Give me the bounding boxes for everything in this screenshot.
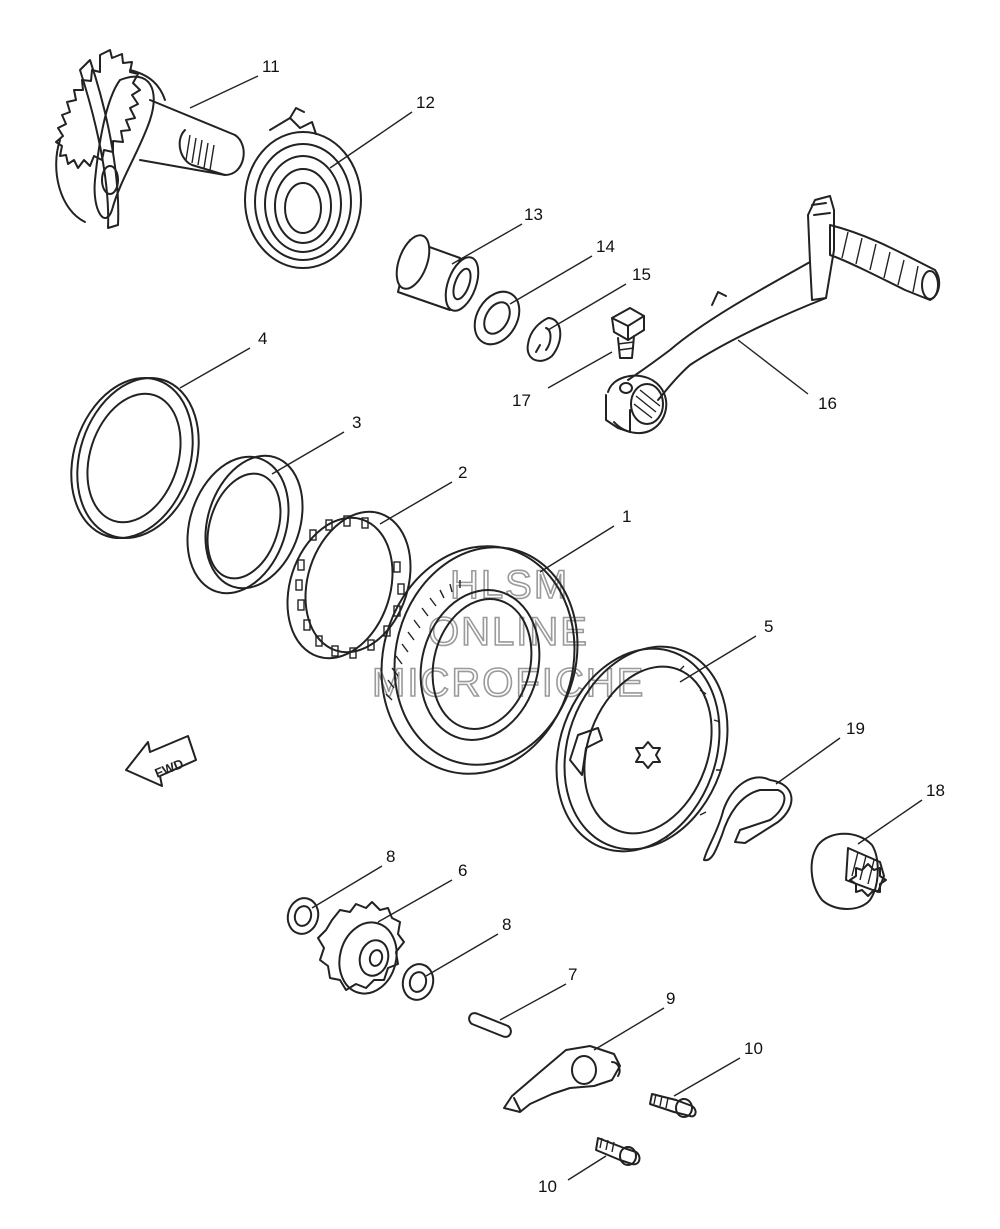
part-inner-ring <box>186 454 304 595</box>
part-clutch-plate <box>555 645 729 853</box>
leader-2 <box>379 481 453 525</box>
leader-18 <box>857 799 923 845</box>
part-clip <box>703 776 793 862</box>
leader-14 <box>509 255 593 305</box>
part-circlip <box>526 317 562 362</box>
callout-4: 4 <box>258 329 267 348</box>
callout-14: 14 <box>596 237 615 256</box>
part-bolt-lower <box>595 1137 641 1166</box>
part-kick-axle-gear <box>55 49 245 229</box>
leader-7 <box>499 983 567 1021</box>
watermark-line-3: MICROFICHE <box>372 661 645 705</box>
part-washer-upper <box>286 897 320 935</box>
leader-13 <box>451 223 523 265</box>
part-kick-gear-assembly <box>380 545 579 775</box>
callout-8-upper: 8 <box>386 847 395 866</box>
part-outer-ring <box>70 376 200 540</box>
callout-11: 11 <box>262 57 280 76</box>
leader-10-upper <box>673 1057 741 1097</box>
callout-10-lower: 10 <box>538 1177 557 1196</box>
callout-2: 2 <box>458 463 467 482</box>
callout-1: 1 <box>622 507 631 526</box>
part-kick-crank <box>605 195 941 434</box>
callout-17: 17 <box>512 391 531 410</box>
part-bolt-upper <box>649 1093 697 1118</box>
callout-16: 16 <box>818 394 837 413</box>
leader-11 <box>189 75 259 109</box>
callout-19: 19 <box>846 719 865 738</box>
leader-9 <box>593 1007 665 1051</box>
callout-15: 15 <box>632 265 651 284</box>
roller-holes <box>295 515 405 659</box>
leader-8-upper <box>311 865 383 909</box>
leader-8-lower <box>425 933 499 977</box>
leader-17 <box>547 351 613 389</box>
part-stopper-lever <box>503 1045 621 1113</box>
callout-18: 18 <box>926 781 945 800</box>
callout-12: 12 <box>416 93 435 112</box>
callout-7: 7 <box>568 965 577 984</box>
leader-3 <box>271 431 345 475</box>
part-idler-gear <box>317 901 405 995</box>
part-pin <box>468 1012 512 1038</box>
leader-19 <box>775 737 841 785</box>
callout-9: 9 <box>666 989 675 1008</box>
callout-8-lower: 8 <box>502 915 511 934</box>
leader-12 <box>329 111 413 169</box>
callout-13: 13 <box>524 205 543 224</box>
part-spring-guide-collar <box>395 234 480 312</box>
part-kick-crank-bolt <box>611 307 645 359</box>
leader-16 <box>737 339 809 395</box>
callout-3: 3 <box>352 413 361 432</box>
leader-4 <box>179 347 251 389</box>
fwd-label: FWD <box>153 756 186 781</box>
callout-6: 6 <box>458 861 467 880</box>
leader-15 <box>547 283 627 331</box>
fwd-direction-arrow: FWD <box>125 735 197 787</box>
callout-numbers: 11 12 13 14 15 17 16 4 3 2 1 5 19 18 8 6… <box>258 57 945 1196</box>
callout-5: 5 <box>764 617 773 636</box>
part-roller-cage <box>286 510 412 660</box>
watermark-line-2: ONLINE <box>428 610 589 654</box>
leader-lines <box>179 75 923 1181</box>
leader-6 <box>377 879 453 923</box>
callout-10-upper: 10 <box>744 1039 763 1058</box>
part-washer-lower <box>401 963 435 1001</box>
part-washer <box>473 290 521 346</box>
part-pinion-gear <box>810 832 887 910</box>
part-torsion-spring <box>244 107 362 269</box>
watermark-line-1: HLSM <box>450 563 569 607</box>
leader-5 <box>679 635 757 683</box>
leader-1 <box>539 525 615 573</box>
leader-10-lower <box>567 1155 607 1181</box>
